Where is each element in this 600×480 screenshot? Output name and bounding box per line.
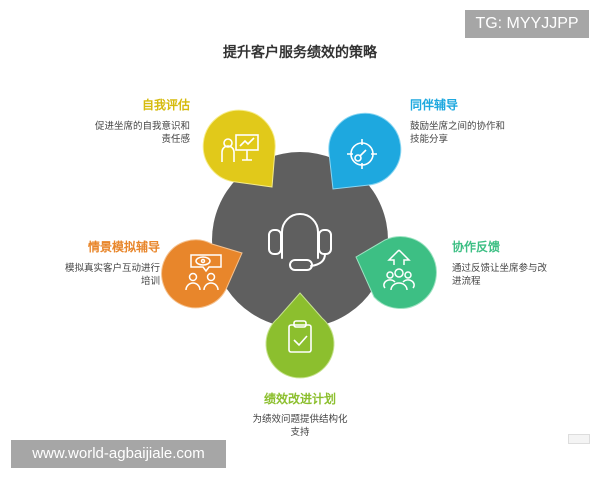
peer-coaching-node [328, 112, 402, 190]
eye-chat-people-icon [185, 254, 222, 291]
peer-coaching-desc: 鼓励坐席之间的协作和 技能分享 [410, 120, 530, 146]
watermark-top: TG: MYYJJPP [465, 10, 589, 38]
thumbnail-artifact [568, 434, 590, 444]
desc-line: 模拟真实客户互动进行 [64, 263, 160, 274]
desc-line: 进流程 [452, 276, 481, 287]
performance-plan-desc: 为绩效问题提供结构化 支持 [220, 413, 380, 439]
desc-line: 支持 [290, 427, 310, 438]
performance-plan-node [265, 292, 335, 379]
desc-line: 责任感 [161, 134, 190, 145]
clipboard-check-icon [288, 320, 312, 353]
collaborative-feedback-node [355, 236, 437, 310]
desc-line: 技能分享 [410, 134, 449, 145]
self-assessment-label: 自我评估 [141, 98, 190, 112]
performance-plan-label: 绩效改进计划 [263, 392, 336, 406]
desc-line: 通过反馈让坐席参与改 [452, 263, 548, 274]
collaborative-feedback-label: 协作反馈 [452, 240, 501, 254]
peer-coaching-label: 同伴辅导 [410, 98, 459, 112]
desc-line: 培训 [140, 276, 160, 287]
desc-line: 为绩效问题提供结构化 [252, 414, 348, 425]
target-gauge-icon [347, 139, 377, 169]
scenario-coaching-node [161, 239, 243, 309]
scenario-coaching-label: 情景模拟辅导 [87, 240, 160, 254]
self-assessment-node [202, 109, 276, 188]
desc-line: 鼓励坐席之间的协作和 [410, 121, 506, 132]
self-assessment-desc: 促进坐席的自我意识和 责任感 [70, 120, 190, 146]
team-growth-icon [383, 249, 415, 291]
headset-icon [268, 213, 332, 271]
scenario-coaching-desc: 模拟真实客户互动进行 培训 [30, 262, 160, 288]
watermark-bottom: www.world-agbaijiale.com [11, 440, 226, 468]
collaborative-feedback-desc: 通过反馈让坐席参与改 进流程 [452, 262, 572, 288]
desc-line: 促进坐席的自我意识和 [94, 121, 190, 132]
presentation-icon [221, 134, 259, 162]
center-circle [212, 152, 388, 328]
diagram-title: 提升客户服务绩效的策略 [223, 45, 377, 61]
